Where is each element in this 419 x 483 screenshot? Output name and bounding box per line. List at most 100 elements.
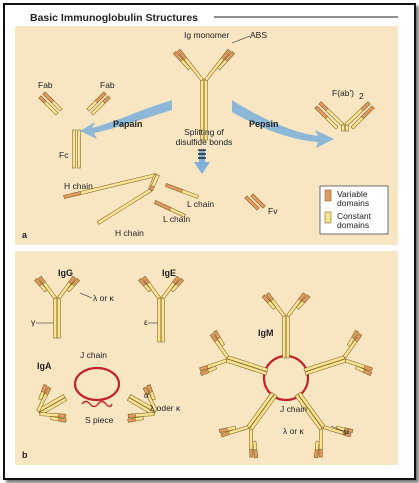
igg-heavy-arm-left [38,275,57,300]
igg-heavy-stem-left [53,297,58,339]
igm-monomer-4-light-chain-left [252,440,258,459]
ige-heavy-arm-left [142,275,161,300]
iga-right-heavy-arm-left [127,412,155,418]
igm-monomer-2 [303,329,373,377]
l-chain-label-2: L chain [163,214,190,224]
igm-monomer-4 [218,391,278,459]
splitting-label-2: disulfide bonds [176,137,233,147]
legend-box [319,185,389,235]
igg-heavy-stem-right [56,297,61,339]
ig-monomer [173,48,235,141]
fab-right-light [86,91,107,112]
igm-monomer-4-light-chain-right [218,425,237,433]
legend-label2-constant: domains [337,220,369,230]
l-chain-1 [165,183,199,199]
igm-monomer-3-heavy-arm-right [318,428,323,458]
h-chain-label-2: H chain [115,228,144,238]
papain-label: Papain [113,119,143,129]
igm-monomer-1-light-chain-right [295,294,311,310]
l-chain-label-1: L chain [187,199,214,209]
igg [34,275,80,339]
panel-b-letter: b [22,450,28,460]
igm-monomer-5-light-chain-left [199,365,218,377]
igm-monomer-3-light-chain-right [314,440,320,459]
fab2-hinge-right [345,124,349,132]
fab2-left-light [314,105,339,130]
ig-monomer-light-chain-right [216,51,235,71]
igm-monomer-1-light-chain-left [261,294,277,310]
fc-heavy-left [72,129,76,169]
igm-jchain-label: J chain [280,404,307,414]
iga-right [126,384,158,423]
splitting-arrow [194,150,210,174]
igg-light-chain-right [66,277,80,293]
l-chain-2 [153,200,187,218]
fab-left-label: Fab [38,80,53,90]
mu-label: μ [344,426,349,436]
iga-j-chain [73,366,121,402]
igm-light-label: λ or κ [283,426,305,436]
figure-title: Basic Immunoglobulin Structures [30,12,198,24]
fab2-label: F(ab') [332,88,354,98]
igg-label: IgG [58,268,73,278]
legend-swatch-variable [324,189,332,202]
fab2-right-light [350,105,375,130]
igm-monomer-3-light-chain-left [335,425,354,433]
epsilon-label: ε [144,317,148,327]
iga-label: IgA [37,361,52,371]
ige [138,275,184,343]
igm-monomer-5 [199,329,269,377]
igm-monomer-5-light-chain-right [213,329,226,347]
pepsin-arrow [232,100,334,148]
h-chain-2b [149,173,160,192]
alpha-label: α [144,390,149,400]
ige-light-chain-right [170,277,184,293]
igm-monomer-2-light-chain-right [354,365,373,377]
fc-heavy-right [77,129,81,169]
h-chain-label-1: H chain [64,181,93,191]
legend-label-variable: Variable [337,189,368,199]
iga-left-light-chain-left [38,384,48,401]
igm-monomer-1-heavy-arm-left [265,292,286,318]
panel-a-letter: a [22,230,28,240]
splitting-dashes [198,149,206,159]
spiece-label: S piece [85,415,114,425]
igm-monomer-4-heavy-arm-left [249,428,254,458]
igm-monomer-2-heavy-arm-left [342,333,363,359]
title-background [24,10,214,24]
pepsin-label: Pepsin [249,119,279,129]
igm-monomer-1-heavy-stem-right [285,315,290,359]
fv-1 [244,195,260,211]
fv-2 [250,193,266,209]
ige-heavy-stem-left [157,297,162,343]
iga-left-heavy-arm-right [39,412,67,418]
fab-left-heavy [38,95,59,116]
legend-label2-variable: domains [337,198,369,208]
fv-label: Fv [268,206,278,216]
legend-swatch-constant [324,211,332,224]
fab-right-heavy [90,95,111,116]
monomer-label: Ig monomer [184,30,230,40]
fab2-subscript: 2 [359,91,364,101]
fab-right-label: Fab [100,80,115,90]
iga-jchain-label: J chain [80,350,107,360]
ige-light-chain-left [138,277,152,293]
igg-light-chain-left [34,277,48,293]
light-label-igg: λ or κ [93,293,115,303]
papain-arrow [80,100,172,139]
fab-left-light [42,91,63,112]
igm-monomer-1-heavy-arm-right [286,292,307,318]
igm-monomer-1 [261,292,311,359]
splitting-label-1: Splitting of [184,127,224,137]
iga-right-light-chain-left [127,416,144,423]
gamma-label: γ [31,317,36,327]
iga-light-label: λ oder κ [150,403,181,413]
abs-leader [231,35,251,44]
igm-monomer-3 [294,391,354,459]
fc-label: Fc [59,150,69,160]
mu-leader [330,425,344,432]
igm-monomer-5-heavy-arm-left [199,358,228,372]
legend-label-constant: Constant [337,211,372,221]
fab2-hinge-left [341,124,345,132]
